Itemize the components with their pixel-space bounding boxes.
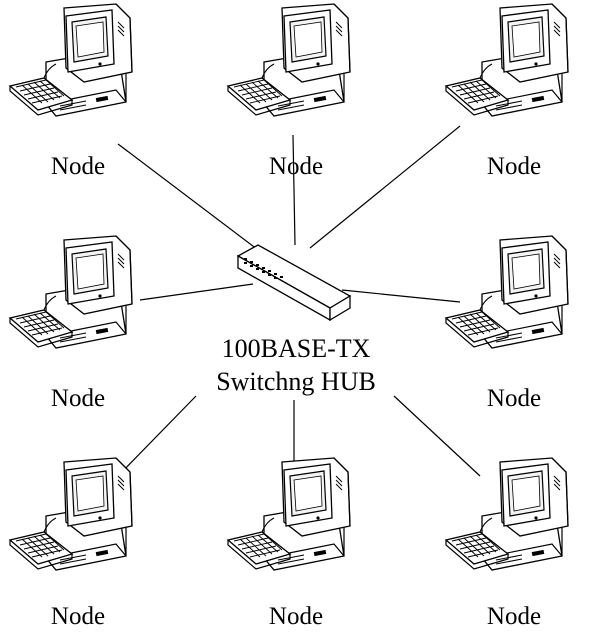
desktop-computer-icon [9, 3, 133, 117]
node-label: Node [487, 385, 541, 412]
node-label: Node [487, 153, 541, 180]
desktop-computer-icon [445, 3, 569, 117]
desktop-computer-icon [227, 457, 351, 571]
node-top-center: Node [227, 3, 351, 180]
link-middle-left [139, 283, 254, 301]
node-middle-left: Node [9, 235, 133, 412]
desktop-computer-icon [9, 235, 133, 349]
hub-label-line1: 100BASE-TX [222, 334, 371, 363]
node-label: Node [51, 603, 105, 630]
node-label: Node [51, 153, 105, 180]
node-label: Node [51, 385, 105, 412]
node-bottom-center: Node [227, 457, 351, 630]
link-top-center [292, 134, 296, 246]
link-bottom-left [117, 395, 197, 477]
desktop-computer-icon [227, 3, 351, 117]
desktop-computer-icon [445, 457, 569, 571]
node-top-right: Node [445, 3, 569, 180]
network-switch-icon [236, 244, 352, 322]
desktop-computer-icon [9, 457, 133, 571]
node-label: Node [269, 603, 323, 630]
node-label: Node [269, 153, 323, 180]
hub-label-line2: Switchng HUB [216, 367, 376, 396]
connection-lines [117, 125, 481, 477]
link-middle-right [341, 289, 461, 303]
node-bottom-left: Node [9, 457, 133, 630]
node-label: Node [487, 603, 541, 630]
node-middle-right: Node [445, 235, 569, 412]
desktop-computer-icon [445, 235, 569, 349]
link-bottom-right [393, 395, 481, 477]
node-bottom-right: Node [445, 457, 569, 630]
link-top-right [309, 125, 461, 249]
node-top-left: Node [9, 3, 133, 180]
